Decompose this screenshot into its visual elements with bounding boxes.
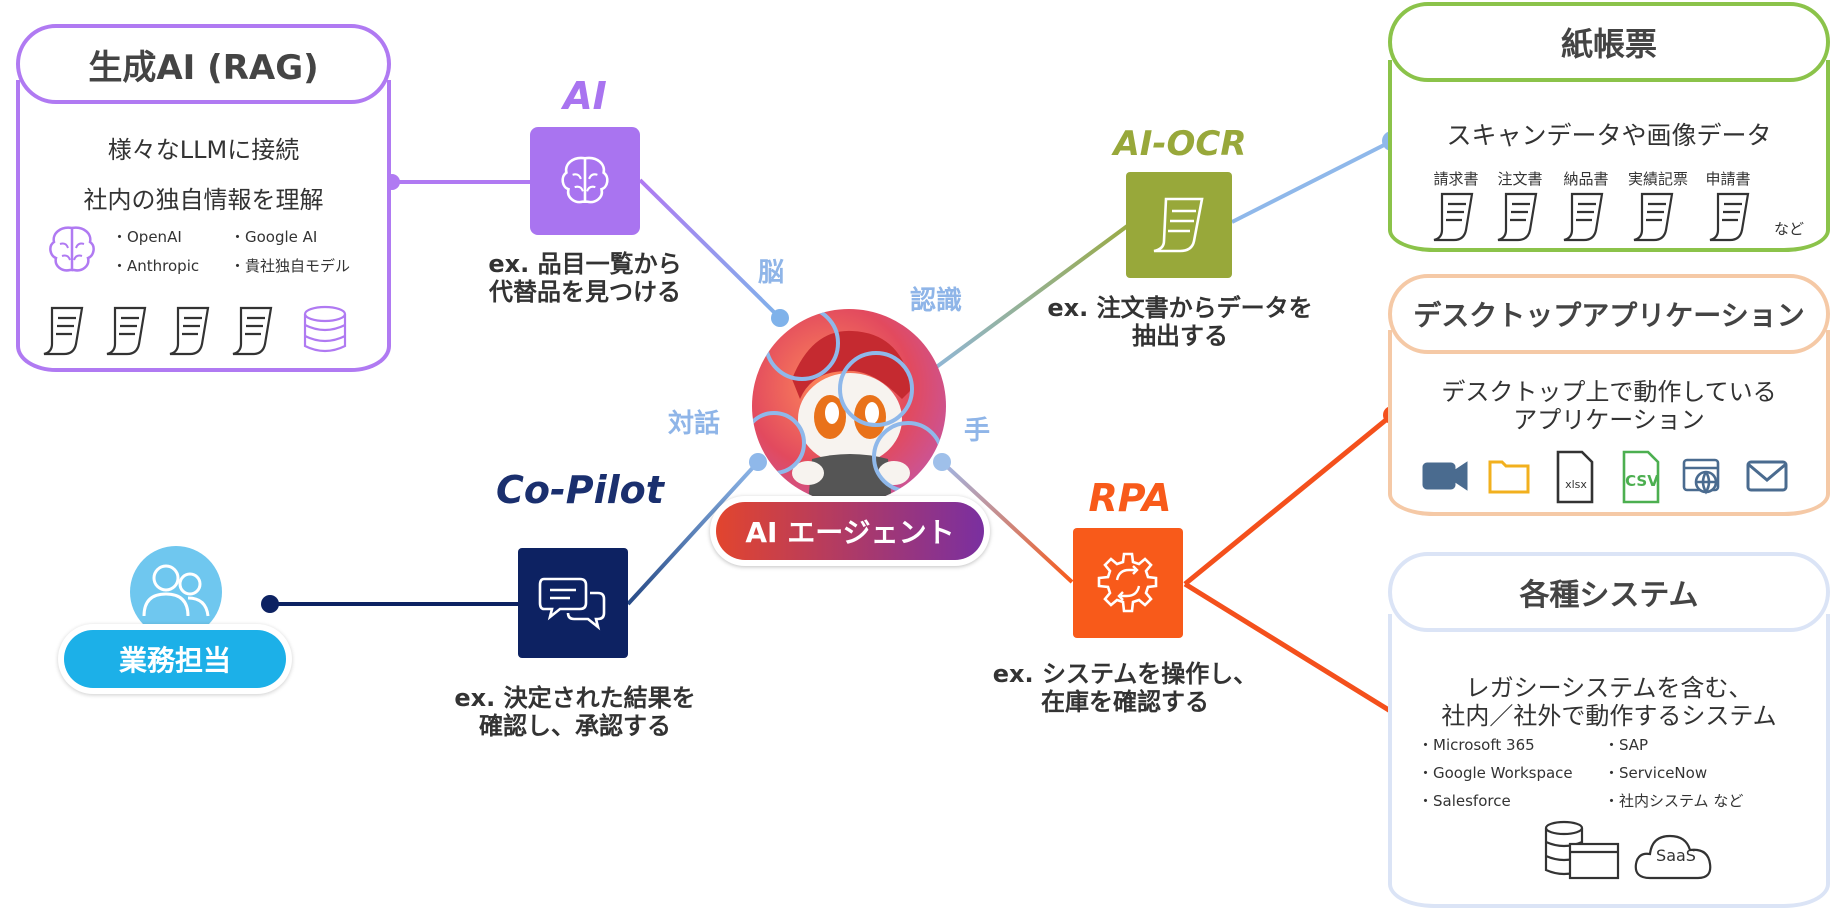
rag-model-googleai: ・Google AI	[230, 228, 318, 246]
paper-document-icons	[1433, 192, 1750, 242]
aiocr-example: ex. 注文書からデータを 抽出する	[1030, 294, 1330, 350]
saas-label: SaaS	[1656, 846, 1696, 865]
xlsx-label: xlsx	[1565, 478, 1587, 491]
user-group-icon	[130, 546, 222, 624]
paper-doc-record: 実績記票	[1627, 170, 1688, 188]
systems-title: 各種システム	[1388, 552, 1830, 632]
rag-model-openai: ・OpenAI	[112, 228, 182, 246]
paper-panel: スキャンデータや画像データ 請求書 注文書 納品書 実績記票 申請書 など	[1388, 60, 1830, 252]
desktop-line1: デスクトップ上で動作している	[1441, 378, 1777, 406]
paper-subtitle: スキャンデータや画像データ	[1446, 121, 1772, 150]
copilot-label: Co-Pilot	[496, 468, 664, 512]
gear-sync-icon	[1097, 552, 1158, 613]
rpa-example: ex. システムを操作し、 在庫を確認する	[985, 660, 1265, 716]
ai-example-line2: 代替品を見つける	[489, 278, 681, 306]
systems-line2: 社内／社外で動作するシステム	[1441, 702, 1777, 730]
copilot-example-line2: 確認し、承認する	[479, 712, 671, 740]
desktop-panel: デスクトップ上で動作している アプリケーション xlsx CSV	[1388, 330, 1830, 516]
agent-badge: AI エージェント	[710, 496, 990, 566]
paper-title: 紙帳票	[1388, 2, 1830, 82]
user-label: 業務担当	[64, 630, 286, 688]
ai-example-line1: ex. 品目一覧から	[488, 250, 682, 278]
verb-recognition: 認識	[910, 286, 963, 316]
capability-rings	[752, 309, 944, 493]
scan-document-icon	[1153, 197, 1204, 253]
ai-example: ex. 品目一覧から 代替品を見つける	[470, 250, 700, 306]
systems-left-0: ・Microsoft 365	[1418, 736, 1535, 754]
desktop-line2: アプリケーション	[1513, 406, 1705, 434]
xlsx-file-icon	[1556, 450, 1594, 504]
csv-label: CSV	[1625, 472, 1659, 490]
rag-panel: 様々なLLMに接続 社内の独自情報を理解 ・OpenAI ・Google AI …	[16, 80, 391, 372]
systems-right-1: ・ServiceNow	[1604, 764, 1708, 782]
systems-right-2: ・社内システム など	[1604, 792, 1744, 810]
paper-doc-application: 申請書	[1705, 170, 1751, 188]
desktop-title: デスクトップアプリケーション	[1388, 274, 1830, 354]
folder-icon	[1488, 460, 1530, 494]
paper-doc-delivery: 納品書	[1563, 170, 1609, 188]
paper-doc-order: 注文書	[1497, 170, 1543, 188]
agent-mascot[interactable]	[752, 309, 946, 503]
server-window-icon	[1544, 820, 1620, 880]
video-icon	[1422, 461, 1468, 491]
desktop-app-icons	[1422, 450, 1788, 504]
copilot-example: ex. 決定された結果を 確認し、承認する	[440, 684, 710, 740]
verb-brain: 脳	[758, 258, 785, 288]
rag-model-anthropic: ・Anthropic	[112, 257, 200, 275]
rag-line2: 社内の独自情報を理解	[83, 186, 324, 214]
mail-icon	[1746, 460, 1788, 492]
systems-line1: レガシーシステムを含む、	[1465, 674, 1753, 702]
paper-etc: など	[1774, 220, 1805, 238]
aiocr-label: AI-OCR	[1113, 124, 1247, 164]
brain-icon	[49, 226, 95, 272]
aiocr-node[interactable]	[1126, 172, 1232, 278]
verb-hand: 手	[964, 416, 991, 446]
aiocr-example-line1: ex. 注文書からデータを	[1047, 294, 1313, 322]
ai-label: AI	[563, 74, 607, 118]
document-icons	[43, 305, 347, 356]
rpa-node[interactable]	[1073, 528, 1183, 638]
cloud-icon	[1634, 834, 1712, 880]
user-badge: 業務担当	[58, 624, 292, 694]
systems-left-2: ・Salesforce	[1418, 792, 1511, 810]
rpa-example-line2: 在庫を確認する	[1041, 688, 1209, 716]
rag-line1: 様々なLLMに接続	[107, 136, 300, 164]
brain-icon	[561, 156, 609, 204]
systems-left-1: ・Google Workspace	[1418, 764, 1573, 782]
systems-right-0: ・SAP	[1604, 736, 1649, 754]
rpa-example-line1: ex. システムを操作し、	[992, 660, 1258, 688]
copilot-example-line1: ex. 決定された結果を	[454, 684, 696, 712]
copilot-node[interactable]	[518, 548, 628, 658]
paper-doc-invoice: 請求書	[1433, 170, 1479, 188]
chat-bubbles-icon	[538, 577, 606, 631]
ai-node[interactable]	[530, 127, 640, 235]
rpa-label: RPA	[1088, 476, 1172, 520]
systems-panel: レガシーシステムを含む、 社内／社外で動作するシステム ・Microsoft 3…	[1388, 614, 1830, 908]
verb-dialogue: 対話	[668, 409, 721, 439]
browser-icon	[1682, 458, 1720, 495]
agent-label: AI エージェント	[716, 502, 984, 560]
rag-model-custom: ・貴社独自モデル	[230, 257, 351, 275]
rag-title: 生成AI (RAG)	[16, 24, 391, 104]
database-icon	[303, 305, 347, 353]
aiocr-example-line2: 抽出する	[1132, 322, 1228, 350]
csv-file-icon	[1622, 450, 1660, 504]
